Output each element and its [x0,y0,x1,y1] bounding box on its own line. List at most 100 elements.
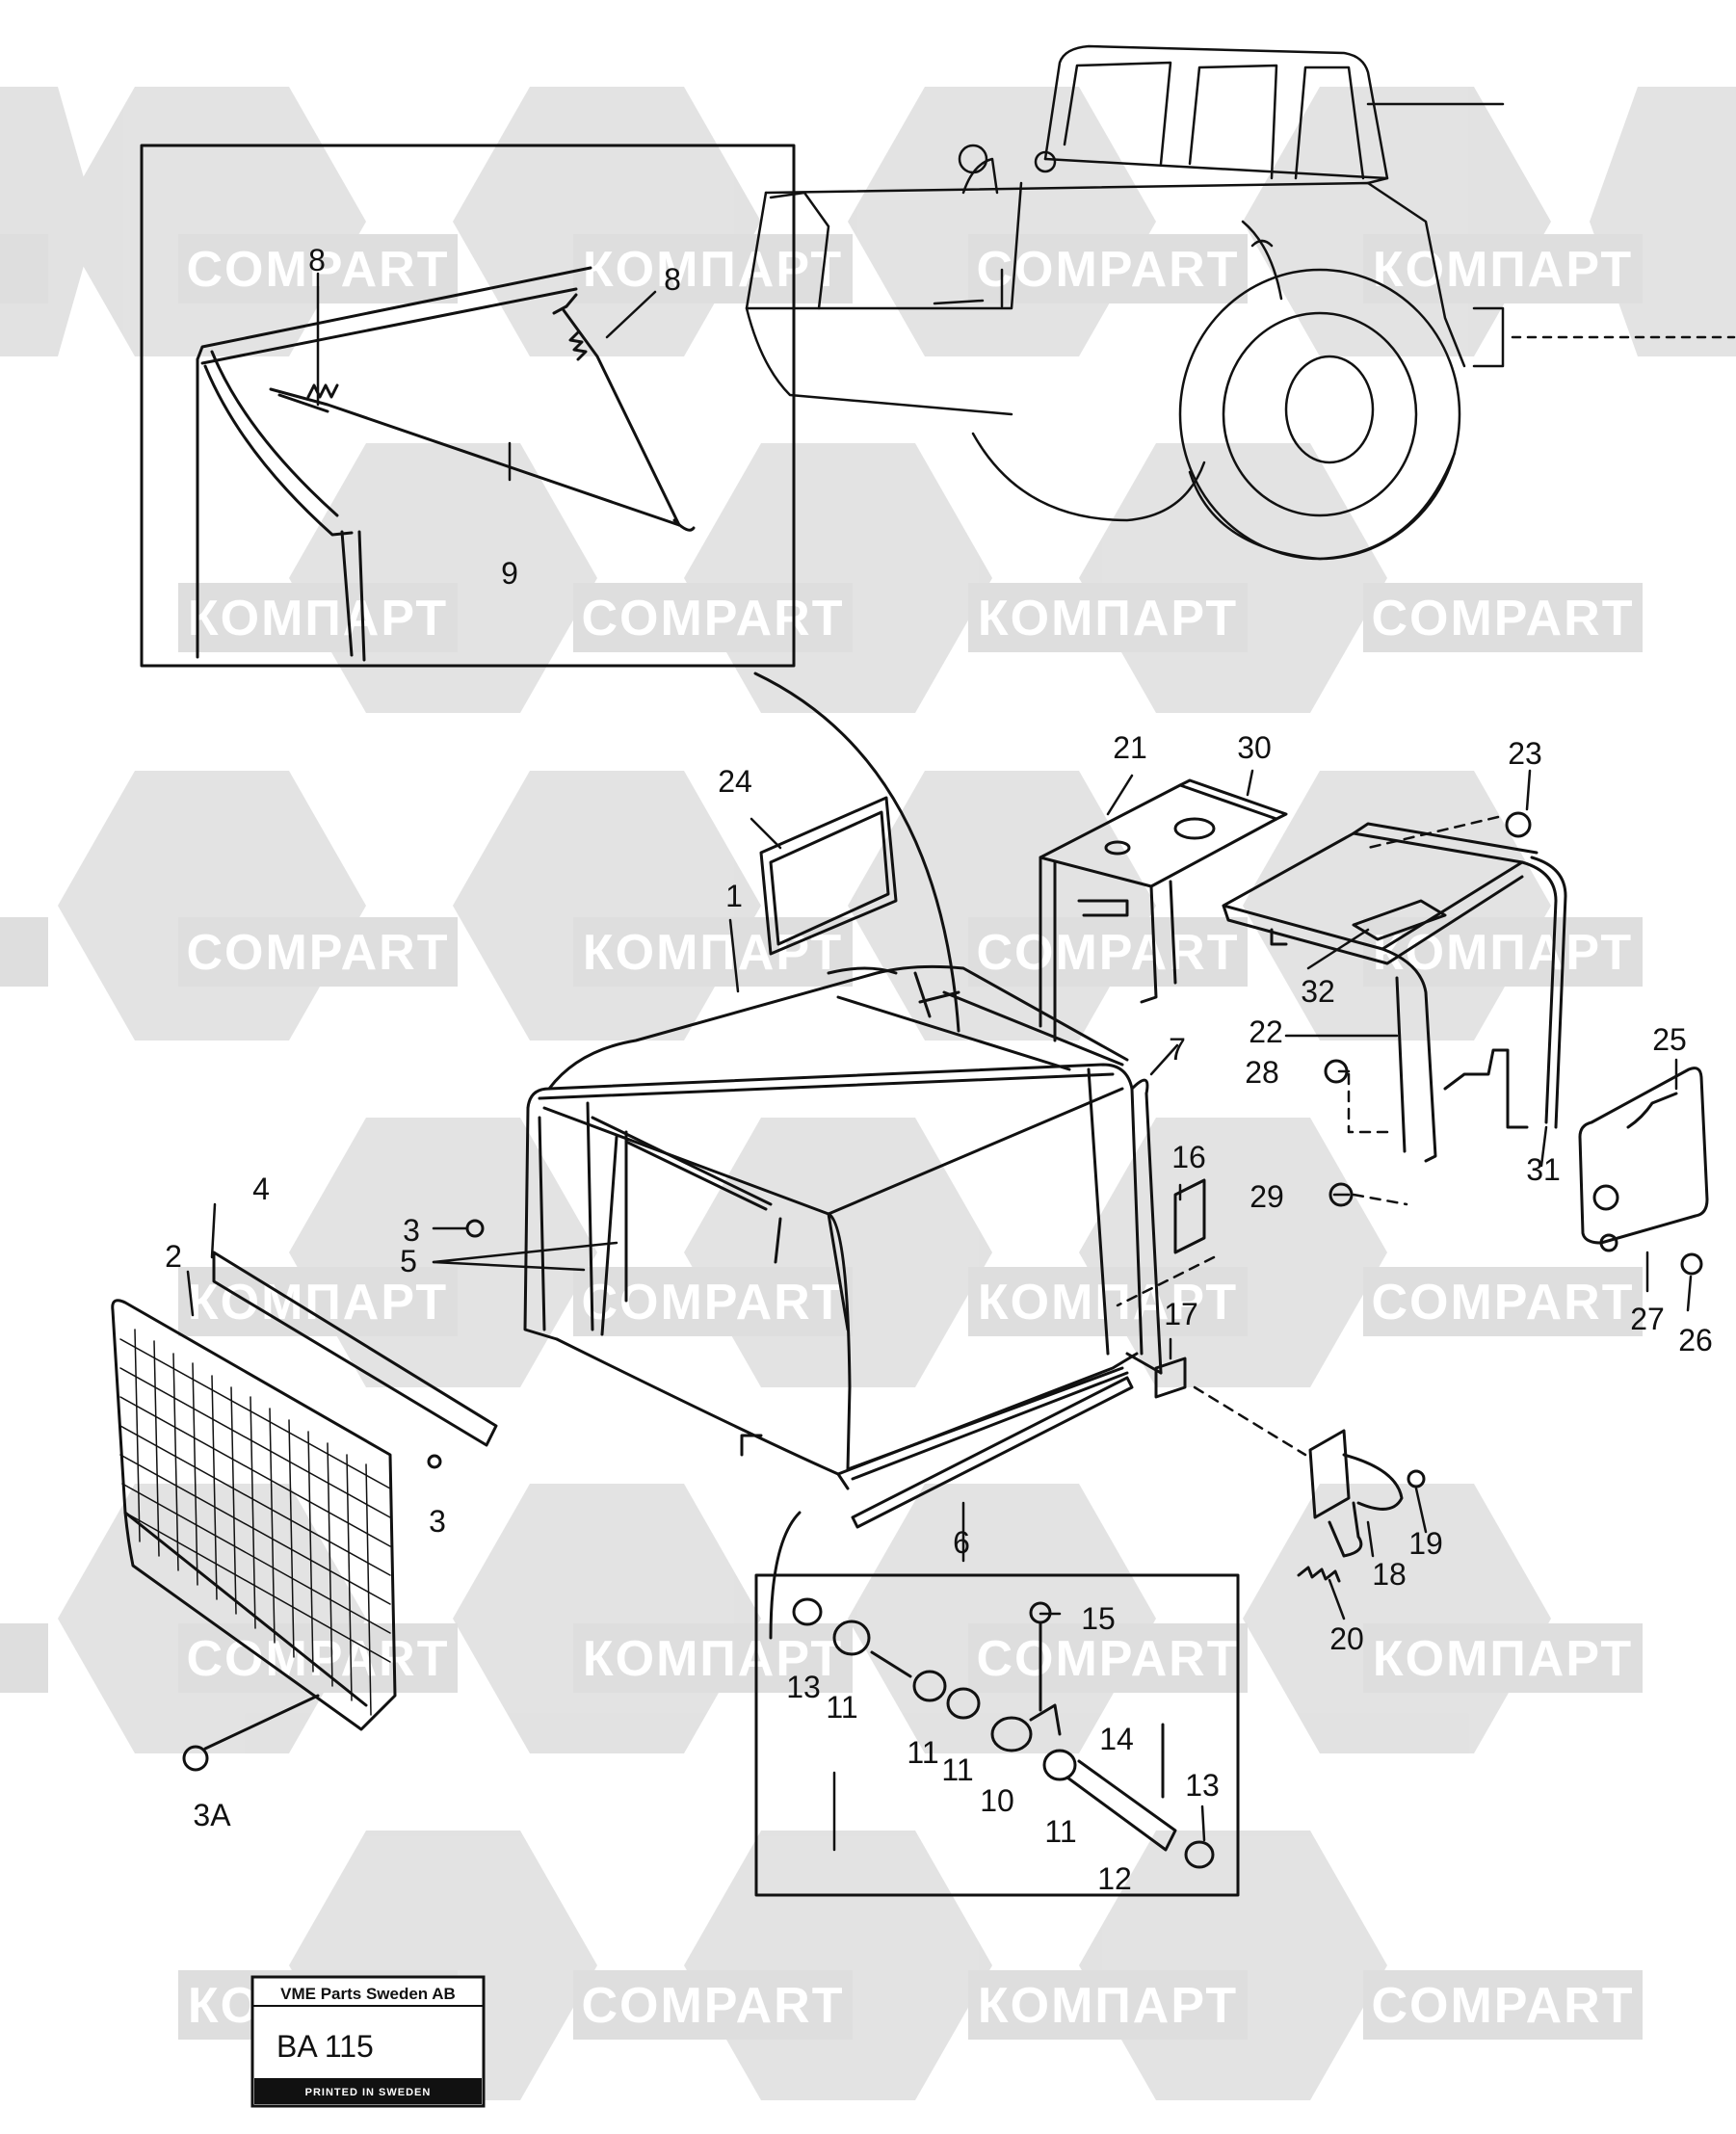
hinge-plate [1154,1357,1187,1399]
callout-4: 4 [252,1172,270,1206]
watermark-text: COMPART [976,925,1239,981]
side-panel [1578,1067,1709,1245]
callout-10: 10 [980,1783,1014,1818]
watermark-text: КОМПАРТ [978,591,1238,646]
callout-18: 18 [1372,1557,1407,1592]
callout-28: 28 [1245,1055,1279,1090]
callout-8: 8 [664,262,681,297]
callout-24: 24 [718,764,752,799]
callout-22: 22 [1249,1014,1283,1049]
bottom-plate [851,1376,1134,1529]
assembly-lines [1116,815,1500,1457]
callout-3: 3 [429,1504,446,1539]
plate-company: VME Parts Sweden AB [280,1985,456,2003]
watermark-text: COMPART [1371,591,1634,646]
bolt [1407,1469,1426,1489]
watermark-text: COMPART [581,1978,844,2034]
callout-14: 14 [1099,1722,1134,1756]
callout-31: 31 [1526,1152,1561,1187]
callout-9: 9 [501,556,518,591]
engine-hood [523,964,1163,1490]
bolt [427,1454,442,1469]
watermark-text: КОМПАРТ [978,1275,1238,1330]
watermark-layer: COMPART КОМПАРТ COMPART КОМПАРТ КОМПАРТ … [0,87,1736,2100]
watermark-text: COMPART [186,1631,449,1687]
watermark-hexagons [0,87,1736,2100]
callout-26: 26 [1678,1323,1713,1357]
connector-arc [753,672,960,1033]
callout-23: 23 [1508,736,1542,771]
line-art [111,44,1736,1897]
nut [1592,1184,1619,1211]
callout-19: 19 [1408,1526,1443,1561]
bolt [1680,1252,1703,1276]
watermark-text: COMPART [976,1631,1239,1687]
watermark-text: COMPART [1371,1978,1634,2034]
callout-2: 2 [165,1239,182,1274]
spring [1297,1566,1341,1583]
plate-printed: PRINTED IN SWEDEN [305,2087,432,2098]
watermark-text: КОМПАРТ [978,1978,1238,2034]
watermark-text: КОМПАРТ [1373,1631,1633,1687]
callout-20: 20 [1329,1621,1364,1656]
callout-32: 32 [1301,974,1335,1009]
nut [1505,811,1532,838]
front-grille [111,1299,397,1731]
watermark-text: COMPART [581,1275,844,1330]
callout-17: 17 [1164,1297,1198,1331]
latch [1308,1429,1404,1558]
callout-3: 3 [403,1213,420,1248]
dumper-truck-drawing [745,44,1736,561]
callout-12: 12 [1097,1861,1132,1896]
callout-11: 11 [941,1752,973,1787]
cable-inset-detail [140,144,796,668]
callout-5: 5 [400,1244,417,1278]
leader-lines [186,272,1693,1852]
callout-21: 21 [1113,730,1147,765]
watermark-text: КОМПАРТ [583,242,843,298]
callout-30: 30 [1237,730,1272,765]
callout-25: 25 [1652,1022,1687,1057]
support-bracket [1039,778,1288,1042]
side-window-inner [769,810,890,946]
watermark-text: КОМПАРТ [1373,925,1633,981]
callout-3a: 3A [193,1798,231,1832]
callout-11: 11 [1044,1814,1076,1849]
watermark-text: КОМПАРТ [188,591,448,646]
bolt-3a [182,1745,209,1772]
callout-6: 6 [953,1525,970,1560]
callout-labels: 8 8 9 24 1 21 30 23 32 22 7 28 25 31 16 … [165,243,1713,1896]
hinge-plate [1173,1178,1206,1254]
callout-11: 11 [826,1690,857,1725]
watermark-text: КОМПАРТ [1373,242,1633,298]
nut [1328,1182,1354,1207]
watermark-text: COMPART [1371,1275,1634,1330]
watermark-text: COMPART [581,591,844,646]
callout-29: 29 [1249,1179,1284,1214]
callout-11: 11 [907,1735,938,1770]
watermark-bars [0,234,1643,2040]
washer [1599,1233,1618,1252]
watermark-text: КОМПАРТ [188,1275,448,1330]
watermark-text: COMPART [976,242,1239,298]
plate-code: BA 115 [276,2029,374,2064]
rear-cover [1222,822,1567,1163]
callout-16: 16 [1171,1140,1206,1174]
callout-27: 27 [1630,1302,1665,1336]
callout-8: 8 [308,243,326,277]
seal-strip [212,1251,498,1447]
callout-13: 13 [1185,1768,1220,1803]
callout-1: 1 [725,879,743,913]
watermark-text: КОМПАРТ [583,1631,843,1687]
plate-footer-band [254,2078,482,2104]
callout-13: 13 [786,1670,821,1704]
callout-7: 7 [1169,1032,1186,1067]
watermark-text: COMPART [186,925,449,981]
fasteners [182,811,1703,1772]
pin-inset-detail [754,1511,1240,1897]
side-window [759,796,898,956]
callout-15: 15 [1081,1601,1116,1636]
drawing-reference-plate: VME Parts Sweden AB BA 115 PRINTED IN SW… [250,1975,486,2108]
